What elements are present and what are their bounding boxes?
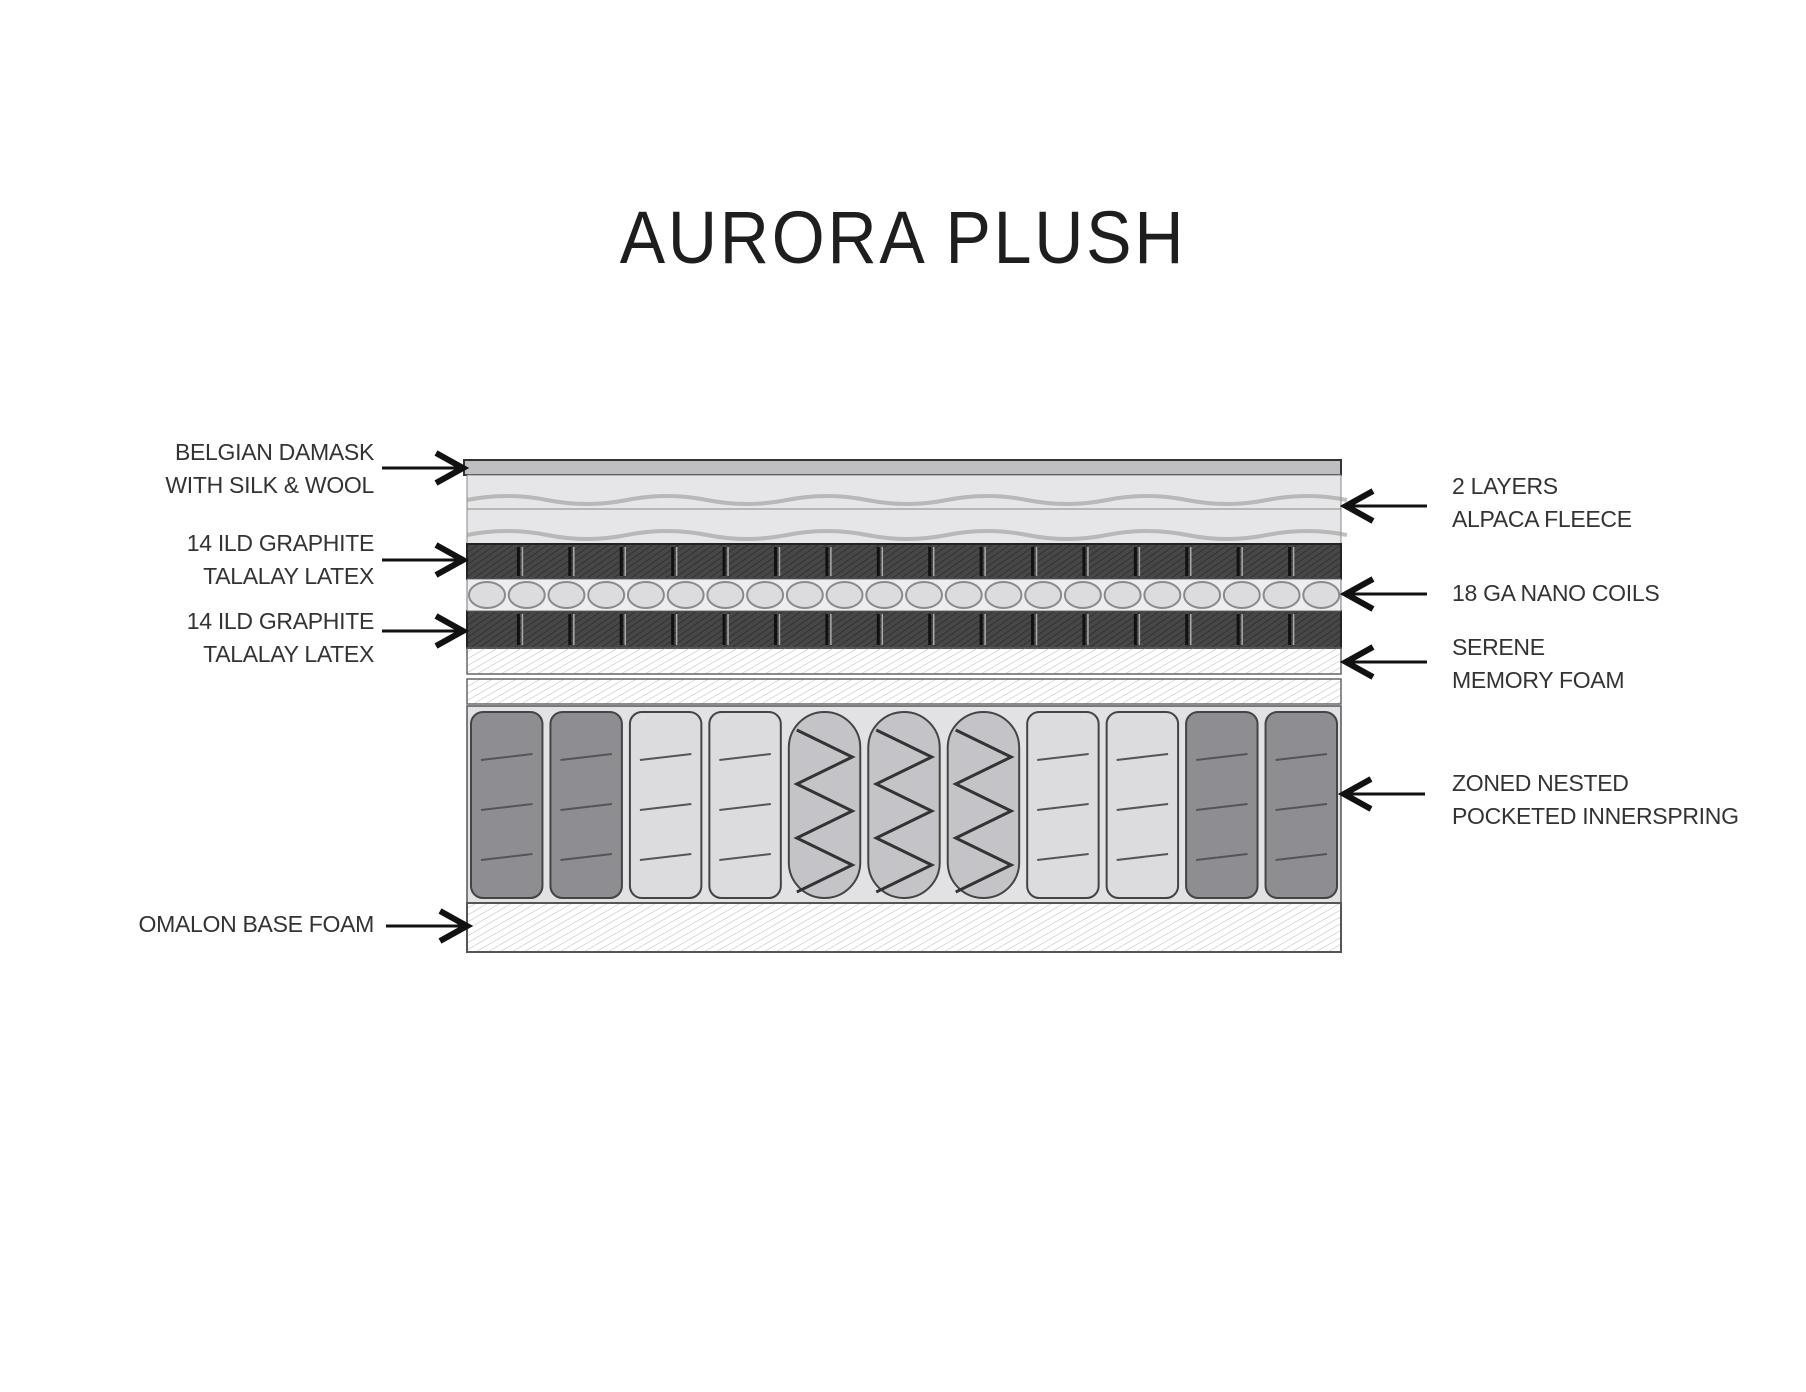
spring-pocket [787,711,862,899]
nano-coil [666,581,705,609]
pocket-seam [480,803,533,811]
pocket-seam [1037,803,1089,811]
nano-coil [468,581,506,609]
nano-coil [825,581,864,609]
nano-coil [706,581,745,609]
label-line: SERENE [1452,634,1545,660]
pocket-seam [639,753,692,761]
nano-coil [905,581,943,609]
coil-spring [952,728,1015,894]
nano-coil [865,581,904,609]
coil-spring [872,728,936,894]
latex-layer [466,543,1342,580]
nano-coil [547,581,586,609]
memory-foam-layer [466,678,1342,705]
label-line: 2 LAYERS [1452,473,1558,499]
nano-coil [587,581,626,609]
label-line: BELGIAN DAMASK [174,439,374,465]
pocket-seam [560,803,613,811]
spring-pocket [867,711,941,899]
label-alpaca-fleece: 2 LAYERS ALPACA FLEECE [1452,470,1632,536]
label-line: 18 GA NANO COILS [1452,580,1660,606]
base-foam-layer [466,902,1342,953]
label-belgian-damask: BELGIAN DAMASK WITH SILK & WOOL [165,436,374,502]
label-line: ALPACA FLEECE [1452,506,1632,532]
pocket-seam [560,753,613,761]
label-line: WITH SILK & WOOL [165,472,374,498]
nano-coil [785,581,824,609]
label-memory-foam: SERENE MEMORY FOAM [1452,631,1625,697]
pocket-seam [639,803,692,811]
pocket-seam [1275,803,1328,811]
nano-coil [626,581,665,609]
pocket-seam [480,753,533,761]
pocket-seam [1116,853,1169,861]
pocket-seam [639,853,692,861]
label-line: TALALAY LATEX [203,641,374,667]
coil-spring [793,728,856,894]
nano-coil [1302,581,1341,609]
nano-coil [984,581,1023,609]
nano-coil [1103,581,1142,609]
nano-coil [1063,581,1102,609]
nano-coil [1143,581,1182,609]
label-line: 14 ILD GRAPHITE [186,530,375,556]
fleece-texture [466,529,1348,541]
pocket-seam [1037,853,1089,861]
pocket-seam [480,853,533,861]
pocket-seam [1195,803,1248,811]
label-omalon-base-foam: OMALON BASE FOAM [138,908,375,941]
label-line: 14 ILD GRAPHITE [186,608,375,634]
pocket-seam [1116,753,1169,761]
nano-coil [1262,581,1301,609]
label-line: OMALON BASE FOAM [138,911,375,937]
label-innerspring: ZONED NESTED POCKETED INNERSPRING [1452,767,1739,833]
fleece-texture [466,494,1348,506]
pocket-seam [719,853,771,861]
pocket-seam [560,853,613,861]
nano-coil [1024,581,1063,609]
pocket-seam [1275,753,1328,761]
label-nano-coils: 18 GA NANO COILS [1452,577,1660,610]
label-line: POCKETED INNERSPRING [1452,803,1739,829]
nano-coil [1183,581,1222,609]
spring-pocket [946,711,1021,899]
latex-layer [466,610,1342,649]
damask-layer [463,459,1342,476]
memory-foam-layer [466,647,1342,675]
label-graphite-latex-top: 14 ILD GRAPHITE TALALAY LATEX [186,527,375,593]
label-line: ZONED NESTED [1452,770,1629,796]
pocket-seam [1037,753,1089,761]
nano-coil [507,581,546,609]
pocket-seam [1116,803,1169,811]
nano-coil [746,581,785,609]
label-line: TALALAY LATEX [203,563,374,589]
diagram-title: AURORA PLUSH [619,196,1187,279]
nano-coil [1222,581,1261,609]
pocket-seam [1195,853,1248,861]
pocket-seam [1275,853,1328,861]
pocket-seam [719,753,771,761]
label-line: MEMORY FOAM [1452,667,1625,693]
label-graphite-latex-bottom: 14 ILD GRAPHITE TALALAY LATEX [186,605,375,671]
pocket-seam [719,803,771,811]
nano-coil [944,581,983,609]
pocket-seam [1195,753,1248,761]
